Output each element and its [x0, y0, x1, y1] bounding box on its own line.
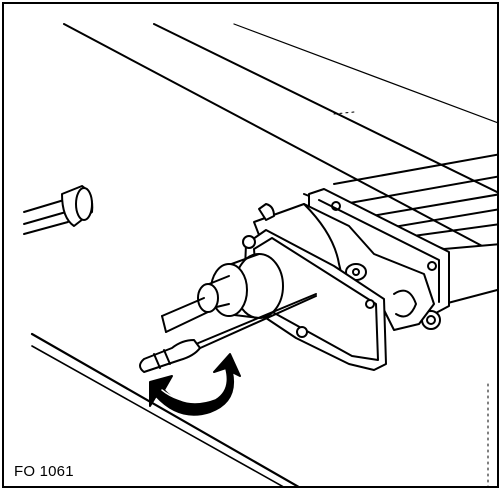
technical-illustration: [23, 23, 497, 486]
figure-caption: FO 1061: [14, 463, 74, 480]
curved-rotation-arrow-icon: [149, 353, 241, 416]
drive-shaft: [161, 253, 284, 333]
dashed-edge: [333, 111, 489, 486]
illustration-frame: FO 1061: [2, 2, 499, 488]
panel-edges: [30, 23, 497, 486]
cable-connector: [23, 185, 94, 235]
screwdriver-icon: [139, 293, 317, 373]
